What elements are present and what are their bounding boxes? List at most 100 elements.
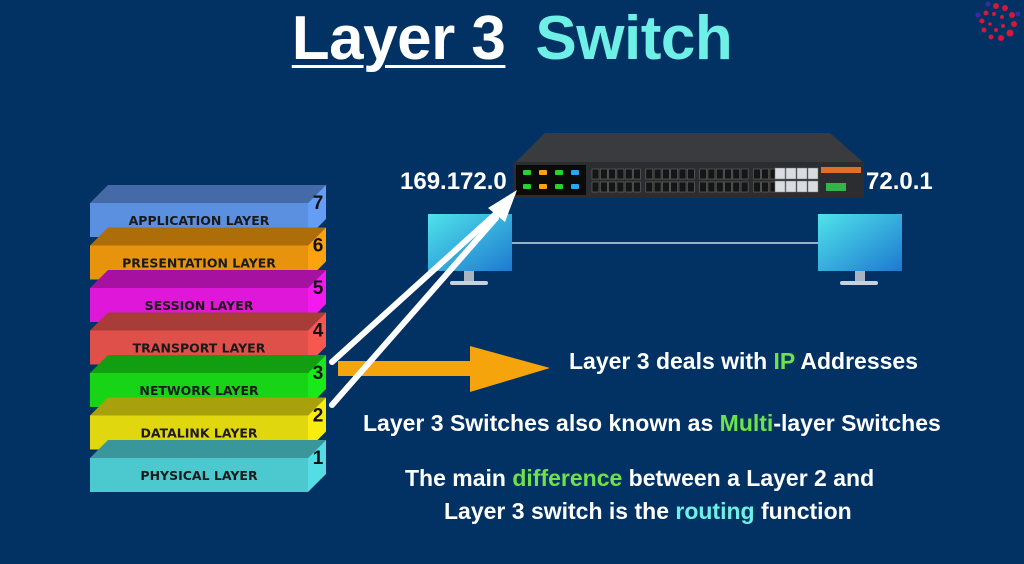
switch-port bbox=[624, 181, 633, 193]
switch-port bbox=[616, 181, 625, 193]
orange-arrow-icon bbox=[338, 346, 550, 392]
status-led bbox=[555, 184, 563, 189]
arrowhead-icon bbox=[488, 190, 517, 222]
layer-number: 3 bbox=[313, 363, 324, 384]
switch-port bbox=[633, 181, 641, 193]
layer-number: 2 bbox=[313, 406, 324, 427]
layer-label: APPLICATION LAYER bbox=[129, 213, 270, 228]
switch-port bbox=[686, 168, 695, 180]
switch-port bbox=[662, 181, 670, 193]
layer-top-face bbox=[90, 270, 326, 288]
rj45-port bbox=[785, 167, 797, 180]
switch-port bbox=[715, 168, 724, 180]
statement-text: Layer 3 deals with bbox=[569, 348, 774, 374]
switch-port bbox=[753, 181, 761, 193]
layer-label: SESSION LAYER bbox=[145, 298, 254, 313]
switch-port bbox=[699, 181, 707, 193]
switch-port bbox=[678, 181, 687, 193]
status-led bbox=[571, 184, 579, 189]
rj45-port bbox=[796, 167, 808, 180]
layer-number: 6 bbox=[313, 236, 324, 257]
switch-port bbox=[732, 181, 741, 193]
layer-side-face bbox=[308, 185, 326, 237]
switch-port bbox=[732, 168, 741, 180]
status-led bbox=[523, 184, 531, 189]
layer-number: 7 bbox=[313, 193, 324, 214]
layer-side-face bbox=[308, 270, 326, 322]
switch-port bbox=[624, 168, 633, 180]
spiral-dots-logo-icon bbox=[975, 1, 1020, 41]
layer-top-face bbox=[90, 227, 326, 246]
switch-port bbox=[699, 168, 707, 180]
layer3-switch-icon bbox=[513, 133, 864, 198]
layer-side-face bbox=[308, 440, 326, 492]
switch-port bbox=[678, 168, 687, 180]
right-ip-label: 72.0.1 bbox=[866, 168, 933, 195]
switch-port bbox=[670, 168, 679, 180]
layer-top-face bbox=[90, 440, 326, 458]
switch-port bbox=[653, 168, 662, 180]
highlight-difference: difference bbox=[512, 465, 623, 491]
statement-multilayer: Layer 3 Switches also known as Multi-lay… bbox=[363, 410, 941, 437]
rj45-port bbox=[785, 180, 797, 193]
status-led bbox=[539, 184, 547, 189]
switch-port bbox=[761, 168, 770, 180]
switch-port bbox=[633, 168, 641, 180]
statement-difference-line2: Layer 3 switch is the routing function bbox=[444, 498, 852, 525]
switch-port bbox=[645, 168, 654, 180]
switch-port bbox=[608, 168, 616, 180]
switch-port bbox=[591, 181, 600, 193]
layer-top-face bbox=[90, 355, 326, 373]
statement-text: Layer 3 switch is the bbox=[444, 498, 676, 524]
layer-label: DATALINK LAYER bbox=[140, 426, 257, 441]
layer-label: PRESENTATION LAYER bbox=[122, 256, 276, 271]
layer-top-face bbox=[90, 397, 326, 416]
switch-port bbox=[599, 168, 608, 180]
status-led bbox=[523, 170, 531, 175]
layer-side-face bbox=[308, 397, 326, 450]
switch-port bbox=[608, 181, 616, 193]
status-led bbox=[539, 170, 547, 175]
osi-layer-6: PRESENTATION LAYER 6 bbox=[90, 227, 326, 280]
switch-port bbox=[715, 181, 724, 193]
statement-text: Layer 3 Switches also known as bbox=[363, 410, 720, 436]
status-led bbox=[555, 170, 563, 175]
statement-text: The main bbox=[405, 465, 513, 491]
statement-text: Addresses bbox=[794, 348, 919, 374]
switch-port bbox=[707, 168, 716, 180]
rj45-port bbox=[807, 180, 819, 193]
layer-number: 4 bbox=[313, 321, 324, 342]
switch-port bbox=[740, 181, 749, 193]
switch-port bbox=[616, 168, 625, 180]
rj45-port bbox=[774, 180, 786, 193]
switch-port bbox=[686, 181, 695, 193]
layer-side-face bbox=[308, 227, 326, 280]
switch-port bbox=[761, 181, 770, 193]
left-ip-label: 169.172.0 bbox=[400, 168, 507, 195]
rj45-port bbox=[796, 180, 808, 193]
white-arrows-icon bbox=[329, 207, 503, 408]
layer-top-face bbox=[90, 185, 326, 203]
highlight-multi: Multi bbox=[719, 410, 774, 436]
highlight-ip: IP bbox=[773, 348, 795, 374]
layer-side-face bbox=[308, 355, 326, 407]
layer-number: 1 bbox=[313, 448, 324, 469]
switch-port bbox=[740, 168, 749, 180]
switch-port bbox=[724, 181, 732, 193]
layer-label: NETWORK LAYER bbox=[139, 383, 259, 398]
switch-port bbox=[753, 168, 761, 180]
statement-text: function bbox=[754, 498, 852, 524]
switch-port bbox=[724, 168, 732, 180]
layer-side-face bbox=[308, 312, 326, 365]
switch-port bbox=[645, 181, 654, 193]
layer-front-face bbox=[90, 458, 308, 492]
statement-text: -layer Switches bbox=[773, 410, 941, 436]
switch-port bbox=[662, 168, 670, 180]
switch-port bbox=[670, 181, 679, 193]
switch-port bbox=[707, 181, 716, 193]
layer-number: 5 bbox=[313, 278, 324, 299]
